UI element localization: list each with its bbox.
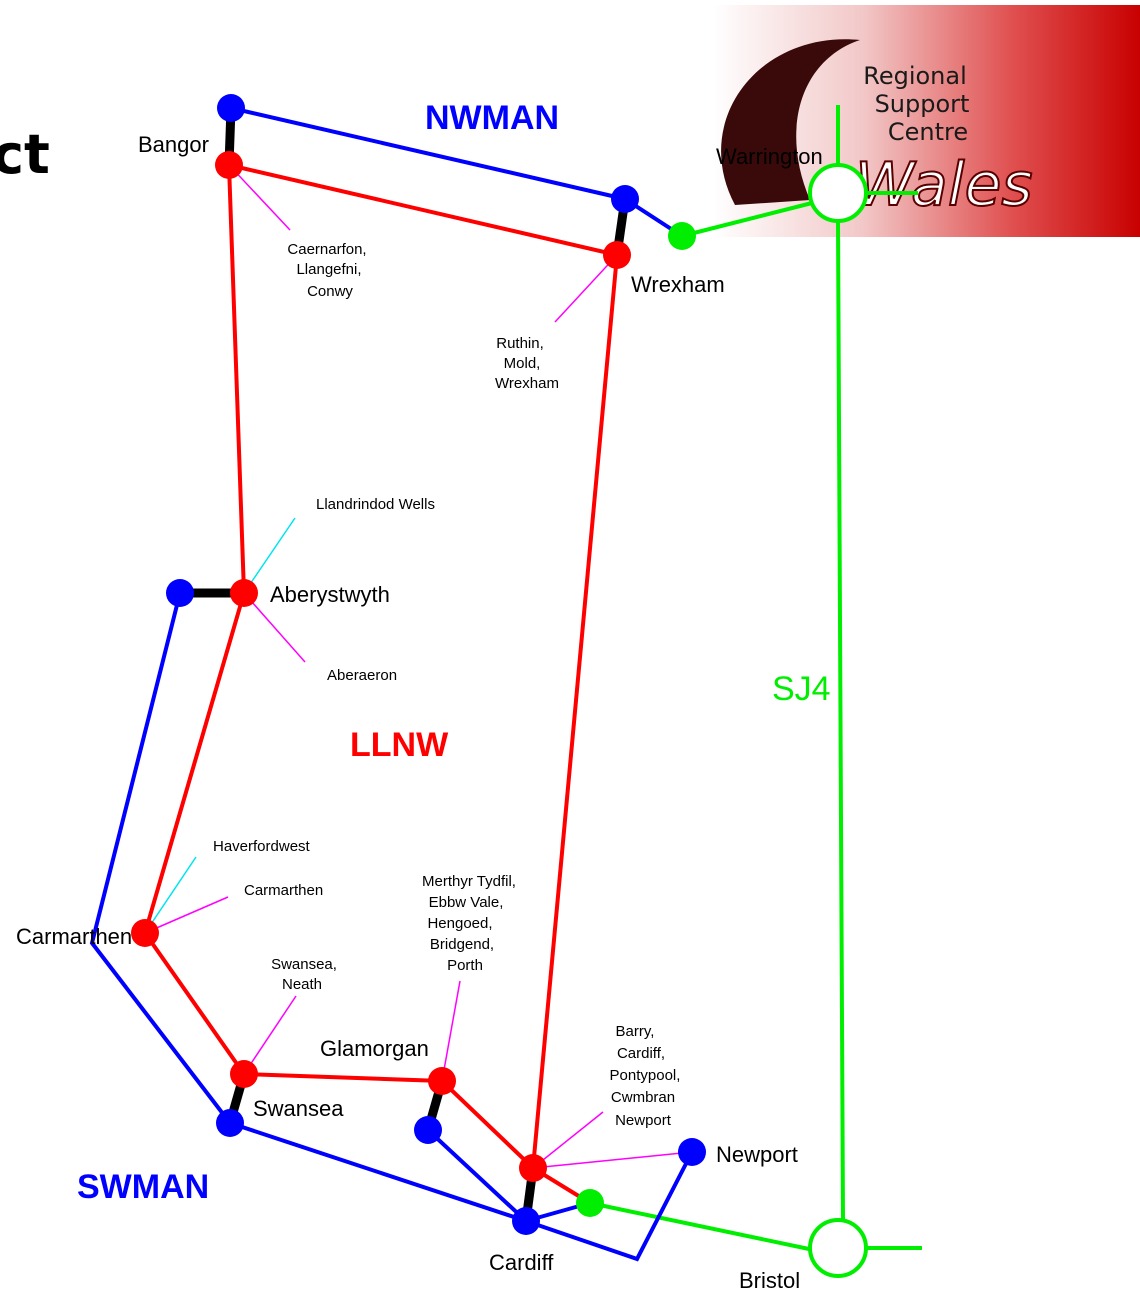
sj4-core-nodes — [808, 163, 868, 1278]
red-nodes — [131, 151, 631, 1182]
town-label-swansea: Swansea — [253, 1096, 344, 1121]
label-swman: SWMAN — [77, 1168, 209, 1206]
site-pontypool: Pontypool, — [610, 1067, 681, 1084]
site-wrexham: Wrexham — [495, 375, 559, 392]
site-ebbw-vale: Ebbw Vale, — [429, 894, 504, 911]
green-nodes — [576, 222, 696, 1217]
node-bangor-nwman — [217, 94, 245, 122]
town-label-aberystwyth: Aberystwyth — [270, 582, 390, 607]
site-swansea: Swansea, — [271, 956, 337, 973]
site-llandrindod-wells: Llandrindod Wells — [316, 496, 435, 513]
site-carmarthen: Carmarthen — [244, 882, 323, 899]
site-leader-lines — [144, 164, 693, 1169]
node-nwman-sj4-gateway — [668, 222, 696, 250]
logo-line-support: Support — [875, 90, 970, 118]
town-label-bangor: Bangor — [138, 132, 209, 157]
node-cardiff-llnw — [519, 1154, 547, 1182]
node-warrington-sj4 — [808, 163, 868, 223]
town-label-bristol: Bristol — [739, 1268, 800, 1292]
site-cwmbran: Cwmbran — [611, 1089, 675, 1106]
node-swman-sj4-gateway — [576, 1189, 604, 1217]
site-hengoed: Hengoed, — [427, 915, 492, 932]
site-ruthin: Ruthin, — [496, 335, 544, 352]
page-title-fragment: ct — [0, 123, 50, 186]
label-llnw: LLNW — [350, 726, 449, 764]
town-label-cardiff: Cardiff — [489, 1250, 554, 1275]
node-glamorgan-llnw — [428, 1067, 456, 1095]
town-label-wrexham: Wrexham — [631, 272, 725, 297]
node-bangor-llnw — [215, 151, 243, 179]
site-cardiff: Cardiff, — [617, 1045, 665, 1062]
rsc-wales-logo: Regional Support Centre Wales — [713, 5, 1140, 237]
node-aberystwyth-llnw — [230, 579, 258, 607]
logo-wales-text: Wales — [855, 150, 1033, 220]
logo-line-regional: Regional — [863, 62, 967, 90]
blue-nodes — [166, 94, 706, 1235]
site-newport: Newport — [615, 1112, 672, 1129]
town-label-newport: Newport — [716, 1142, 798, 1167]
site-neath: Neath — [282, 976, 322, 993]
site-merthyr-tydfil: Merthyr Tydfil, — [422, 873, 516, 890]
label-nwman: NWMAN — [425, 99, 559, 137]
site-llangefni: Llangefni, — [296, 261, 361, 278]
node-swansea-swman — [216, 1109, 244, 1137]
town-label-carmarthen: Carmarthen — [16, 924, 132, 949]
node-aberystwyth-swman — [166, 579, 194, 607]
node-wrexham-nwman — [611, 185, 639, 213]
logo-swoosh-icon — [721, 39, 860, 205]
logo-line-centre: Centre — [888, 118, 968, 146]
label-sj4: SJ4 — [772, 670, 831, 708]
site-haverfordwest: Haverfordwest — [213, 838, 311, 855]
node-carmarthen-llnw — [131, 919, 159, 947]
site-bridgend: Bridgend, — [430, 936, 494, 953]
site-labels: Caernarfon, Llangefni, Conwy Ruthin, Mol… — [213, 241, 680, 1129]
node-wrexham-llnw — [603, 241, 631, 269]
site-caernarfon: Caernarfon, — [287, 241, 366, 258]
site-aberaeron: Aberaeron — [327, 667, 397, 684]
site-barry: Barry, — [616, 1023, 655, 1040]
town-label-glamorgan: Glamorgan — [320, 1036, 429, 1061]
town-label-warrington: Warrington — [716, 144, 823, 169]
node-newport-swman — [678, 1138, 706, 1166]
node-glamorgan-swman — [414, 1116, 442, 1144]
site-mold: Mold, — [504, 355, 541, 372]
node-cardiff-swman — [512, 1207, 540, 1235]
site-conwy: Conwy — [307, 283, 353, 300]
node-swansea-llnw — [230, 1060, 258, 1088]
site-leader-lines-alt — [144, 517, 296, 934]
site-porth: Porth — [447, 957, 483, 974]
node-bristol-sj4 — [808, 1218, 868, 1278]
sj4-links — [589, 105, 922, 1251]
